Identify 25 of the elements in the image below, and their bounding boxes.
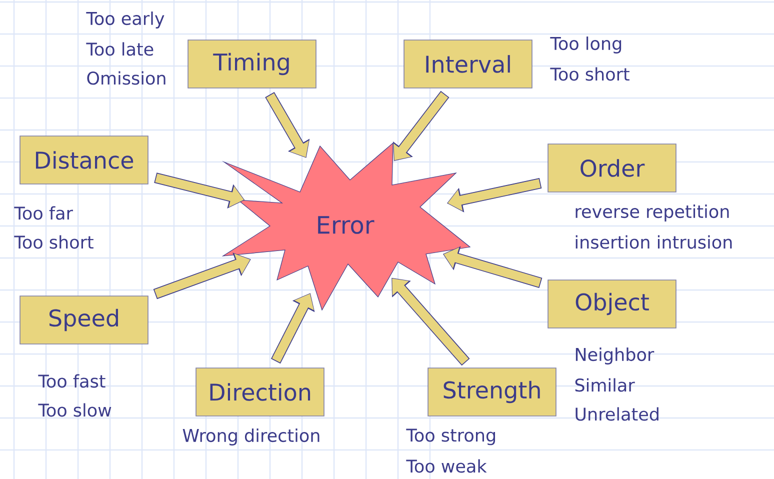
beside-text: Too early xyxy=(86,12,164,28)
beside-text: Too long xyxy=(550,36,622,54)
beside-text: Too strong xyxy=(406,428,496,446)
beside-text: Unrelated xyxy=(576,407,658,421)
beside-text: Too far xyxy=(14,206,73,220)
beside-text: Neighbor xyxy=(576,348,654,364)
category-box: Strength xyxy=(428,368,556,416)
beside-text: Too slow xyxy=(38,403,112,417)
beside-text: Too weak xyxy=(406,459,487,473)
beside-text: Similar xyxy=(575,378,635,392)
beside-text: Too short xyxy=(550,67,630,81)
category-box: Speed xyxy=(20,296,148,344)
beside-text: Too short xyxy=(14,235,94,249)
category-box: Order xyxy=(548,144,676,192)
category-box: Direction xyxy=(196,368,324,416)
category-box: Interval xyxy=(404,40,532,88)
category-box: Object xyxy=(548,280,676,328)
beside-text: Too late xyxy=(86,42,154,56)
beside-text: Wrong direction xyxy=(182,428,320,446)
beside-text: reverse repetition xyxy=(576,204,729,222)
beside-text: insertion intrusion xyxy=(576,235,732,249)
category-box: Timing xyxy=(188,40,316,88)
beside-text: Omission xyxy=(87,71,166,85)
beside-text: Too fast xyxy=(38,374,106,388)
category-box: Distance xyxy=(20,136,148,184)
